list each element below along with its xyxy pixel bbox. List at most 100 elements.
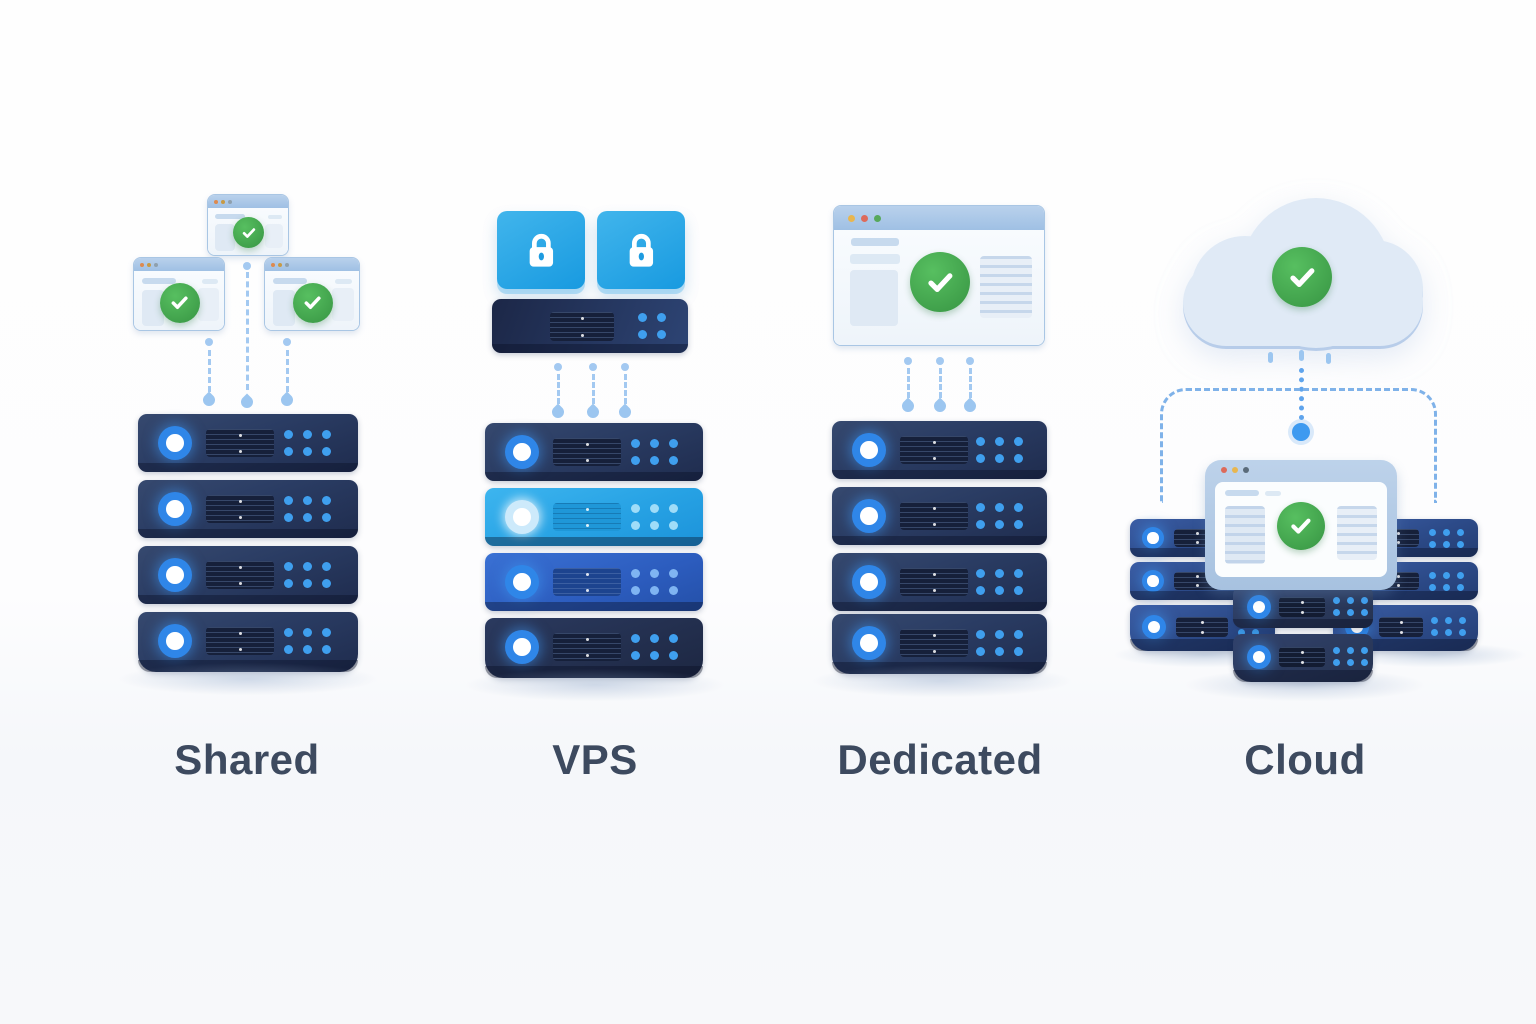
window-control-dot: [278, 262, 282, 267]
connector-dot: [243, 262, 251, 270]
server-unit: [138, 546, 358, 604]
connector-drop: [616, 403, 634, 421]
connector-dashed-line: [907, 368, 910, 398]
content-placeholder: [273, 290, 295, 326]
window-control-dot: [214, 199, 218, 204]
content-placeholder: [142, 278, 176, 284]
window-control-dot: [221, 199, 225, 204]
server-unit-highlighted: [485, 488, 703, 546]
power-led: [852, 565, 886, 599]
content-placeholder: [268, 215, 282, 219]
connector-dashed-line: [592, 374, 595, 404]
window-control-dot: [1232, 467, 1238, 473]
content-placeholder: [215, 224, 235, 251]
server-unit: [832, 614, 1047, 674]
host-server-bar: [492, 299, 688, 353]
window-control-dot: [874, 214, 881, 222]
power-led: [158, 624, 192, 658]
connector-drop: [278, 391, 296, 409]
content-placeholder: [1265, 491, 1281, 496]
connector-dashed-line: [969, 368, 972, 398]
browser-window: [133, 257, 225, 331]
status-lights: [1429, 529, 1464, 548]
content-placeholder: [142, 290, 164, 326]
connector-dot: [589, 363, 597, 371]
server-unit: [1233, 586, 1373, 628]
window-control-dot: [228, 199, 232, 204]
lock-icon: [629, 233, 653, 267]
vent-grille: [206, 495, 274, 523]
power-led: [505, 500, 539, 534]
content-placeholder: [1225, 490, 1259, 496]
content-placeholder: [198, 288, 219, 321]
status-lights: [284, 496, 331, 522]
browser-window: [207, 194, 289, 256]
power-led: [505, 435, 539, 469]
junction-dot: [1292, 423, 1310, 441]
connector-dashed-line: [246, 272, 249, 390]
connector-dashed-line: [939, 368, 942, 398]
status-lights: [638, 313, 666, 339]
browser-window: [264, 257, 360, 331]
status-lights: [976, 569, 1023, 595]
content-placeholder: [850, 254, 900, 264]
server-unit: [138, 414, 358, 472]
content-placeholder: [335, 279, 352, 284]
status-lights: [284, 430, 331, 456]
connector-drop: [931, 397, 949, 415]
server-unit: [138, 480, 358, 538]
monitor-screen: [1215, 482, 1387, 577]
check-icon: [233, 217, 264, 248]
monitor-window: [1205, 460, 1397, 590]
power-led: [1142, 615, 1166, 639]
connector-dot: [621, 363, 629, 371]
check-icon: [1272, 247, 1332, 307]
connector-dashed-line: [208, 350, 211, 392]
check-icon: [293, 283, 333, 323]
status-lights: [976, 630, 1023, 656]
server-unit: [832, 487, 1047, 545]
content-placeholder: [1337, 506, 1377, 560]
power-led: [505, 630, 539, 664]
power-led: [1247, 595, 1271, 619]
browser-window: [833, 205, 1045, 346]
server-unit: [1233, 634, 1373, 682]
vent-grille: [553, 633, 621, 661]
vent-grille: [1279, 647, 1325, 667]
window-body: [134, 271, 224, 330]
content-placeholder: [202, 279, 218, 284]
connector-dot: [283, 338, 291, 346]
connector-dot: [966, 357, 974, 365]
vent-grille: [900, 502, 968, 530]
window-control-dot: [1221, 467, 1227, 473]
lock-card: [597, 211, 685, 289]
column-label: VPS: [552, 736, 638, 783]
content-placeholder: [215, 214, 245, 219]
connector-dotted-line: [1299, 368, 1304, 420]
connector-dot: [936, 357, 944, 365]
vent-grille: [206, 429, 274, 457]
connector-dot: [554, 363, 562, 371]
content-placeholder: [980, 256, 1032, 318]
status-lights: [631, 634, 678, 660]
power-led: [1247, 645, 1271, 669]
server-unit: [485, 423, 703, 481]
window-control-dot: [861, 214, 868, 222]
connector-dot: [904, 357, 912, 365]
status-lights: [631, 504, 678, 530]
server-unit-highlighted: [485, 553, 703, 611]
power-led: [158, 492, 192, 526]
window-body: [265, 271, 359, 330]
connector-drop: [899, 397, 917, 415]
vent-grille: [900, 436, 968, 464]
vent-grille: [1379, 617, 1423, 637]
power-led: [852, 433, 886, 467]
window-titlebar: [134, 258, 224, 271]
status-lights: [1431, 617, 1466, 636]
status-lights: [284, 562, 331, 588]
connector-drop: [584, 403, 602, 421]
server-unit: [832, 553, 1047, 611]
column-label: Cloud: [1244, 736, 1366, 783]
server-unit: [138, 612, 358, 672]
